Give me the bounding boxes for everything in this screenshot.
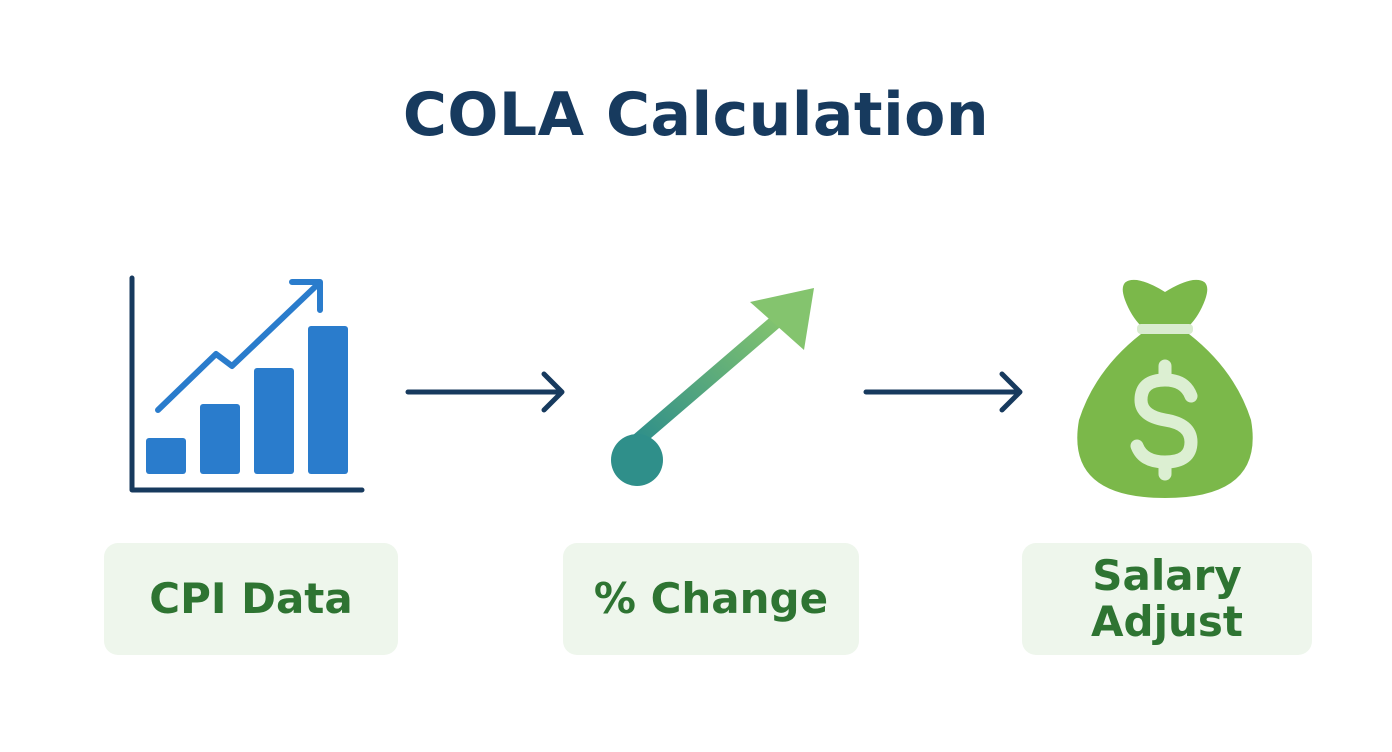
bar-chart-trend-icon [120,270,370,500]
step-label-cpi-data: CPI Data [104,543,398,655]
step-label-percent-change: % Change [563,543,859,655]
step-label-salary-adjust: Salary Adjust [1022,543,1312,655]
money-bag-icon [1065,270,1265,505]
flow-arrow-1 [404,370,569,414]
salary-label-line2: Adjust [1091,597,1243,646]
salary-label-line1: Salary [1092,551,1242,600]
flow-arrow-2 [862,370,1027,414]
cpi-data-label: CPI Data [149,574,353,623]
percent-change-label: % Change [593,574,829,623]
rising-arrow-icon [600,280,830,495]
diagram-title: COLA Calculation [402,80,990,150]
